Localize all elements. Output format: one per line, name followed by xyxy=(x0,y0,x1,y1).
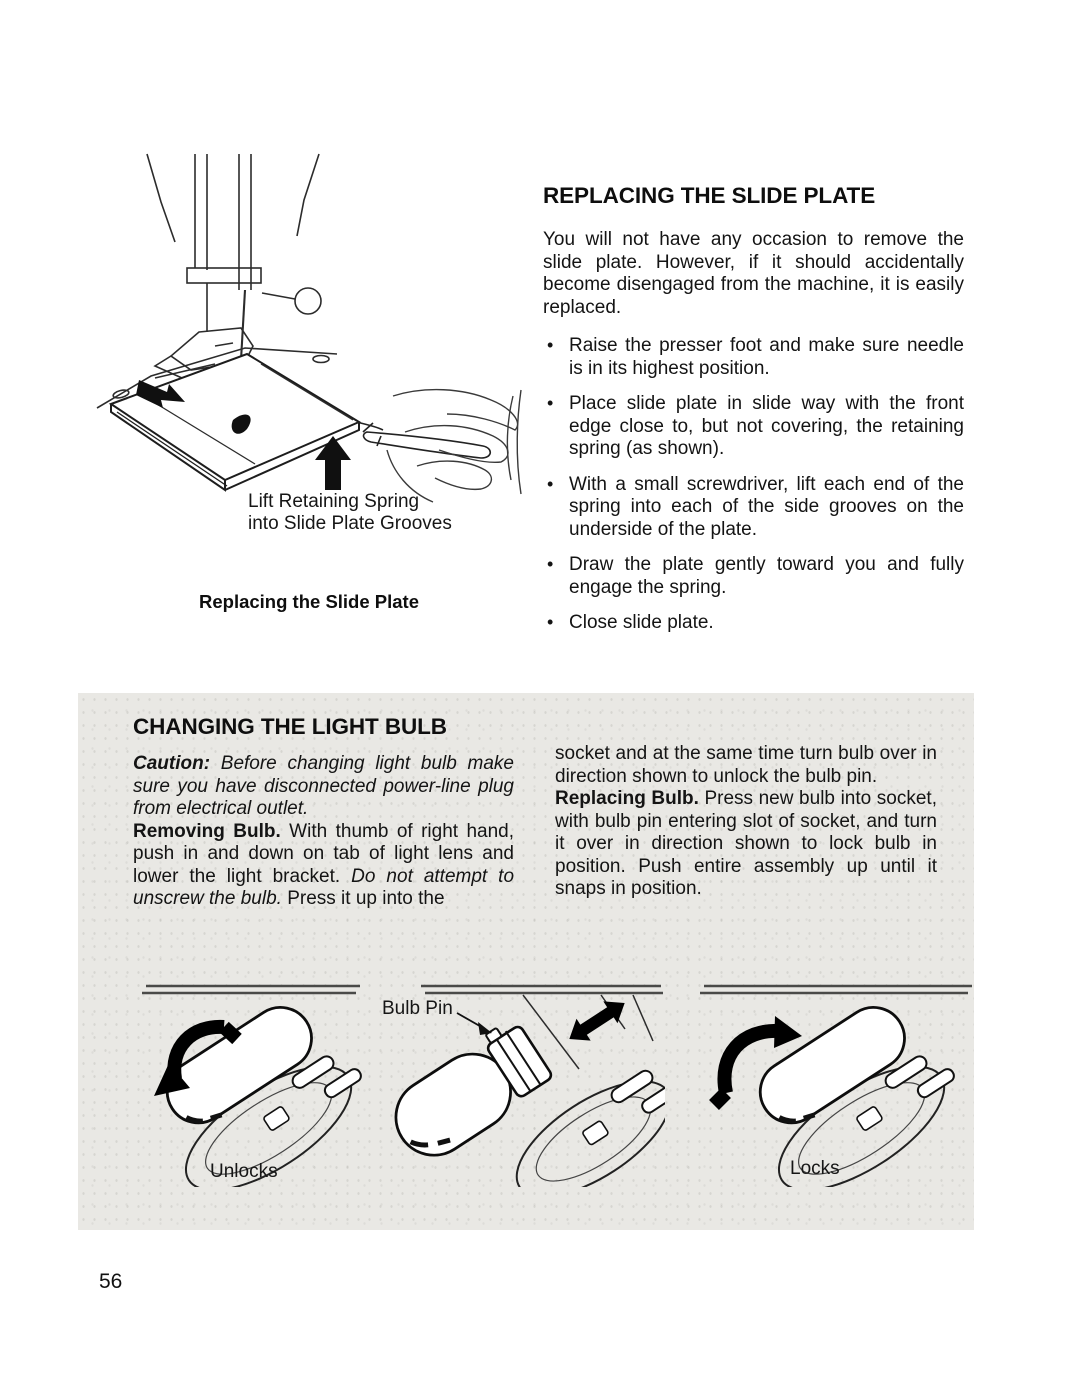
slide-plate-bullet-list: Raise the presser foot and make sure nee… xyxy=(543,334,964,635)
caution-label: Caution: xyxy=(133,753,211,774)
continuation-paragraph: socket and at the same time turn bulb ov… xyxy=(555,743,937,787)
bullet-item: With a small screwdriver, lift each end … xyxy=(543,473,964,542)
slide-direction-arrow-icon xyxy=(136,380,185,408)
double-arrow-icon xyxy=(569,1001,625,1041)
locks-label: Locks xyxy=(790,1158,840,1179)
light-bulb-left-column: Caution: Before changing light bulb make… xyxy=(133,753,514,911)
section-heading-light-bulb: CHANGING THE LIGHT BULB xyxy=(133,714,447,739)
section-heading-slide-plate: REPLACING THE SLIDE PLATE xyxy=(543,183,876,208)
removing-bulb-tail: Press it up into the xyxy=(281,888,445,909)
slide-plate-intro: You will not have any occasion to remove… xyxy=(543,229,964,318)
figure-annotation-line1: Lift Retaining Spring xyxy=(248,491,420,512)
hand-art xyxy=(386,388,522,503)
removing-bulb-label: Removing Bulb. xyxy=(133,820,281,842)
replacing-bulb-label: Replacing Bulb. xyxy=(555,788,699,809)
bulb-unlock-illustration xyxy=(142,984,362,1187)
slide-plate-section: REPLACING THE SLIDE PLATE You will not h… xyxy=(543,184,964,648)
screwdriver-art xyxy=(356,421,492,459)
bulb-unlock-figure: Unlocks xyxy=(140,975,365,1187)
bullet-item: Draw the plate gently toward you and ful… xyxy=(543,553,964,599)
light-bulb-right-column: socket and at the same time turn bulb ov… xyxy=(555,743,937,901)
plate-notch xyxy=(231,414,251,434)
bullet-item: Close slide plate. xyxy=(543,611,964,635)
slide-plate-illustration xyxy=(96,153,522,503)
figure-caption: Replacing the Slide Plate xyxy=(199,591,420,612)
figure-annotation-line2: into Slide Plate Grooves xyxy=(248,513,452,534)
bulb-pin-label: Bulb Pin xyxy=(382,998,453,1019)
caution-text: Before changing light bulb make sure you… xyxy=(133,753,514,819)
annotation-arrow-icon xyxy=(456,1012,492,1035)
bullet-item: Place slide plate in slide way with the … xyxy=(543,392,964,461)
replacing-bulb-paragraph: Replacing Bulb. Press new bulb into sock… xyxy=(555,788,937,901)
unlocks-label: Unlocks xyxy=(210,1161,278,1182)
bulb-pin-illustration xyxy=(394,984,665,1187)
up-arrow-icon xyxy=(315,436,351,490)
bulb-lock-illustration xyxy=(700,984,972,1187)
removing-bulb-text: With thumb of right hand, push in and do… xyxy=(133,820,514,887)
caution-paragraph: Caution: Before changing light bulb make… xyxy=(133,753,514,821)
bullet-item: Raise the presser foot and make sure nee… xyxy=(543,334,964,380)
rotate-cw-arrow-icon xyxy=(709,1016,802,1110)
removing-bulb-paragraph: Removing Bulb. With thumb of right hand,… xyxy=(133,821,514,911)
bulb-lock-figure: Locks xyxy=(698,975,978,1187)
slide-plate-figure xyxy=(95,150,525,510)
page-number: 56 xyxy=(99,1270,123,1293)
bulb-pin-figure: Bulb Pin xyxy=(365,975,665,1187)
light-bulb-panel: CHANGING THE LIGHT BULB Caution: Before … xyxy=(78,693,974,1230)
removing-bulb-italic: Do not attempt to unscrew the bulb. xyxy=(133,865,515,910)
rotate-ccw-arrow-icon xyxy=(154,1019,242,1096)
replacing-bulb-text: Press new bulb into socket, with bulb pi… xyxy=(555,788,937,899)
